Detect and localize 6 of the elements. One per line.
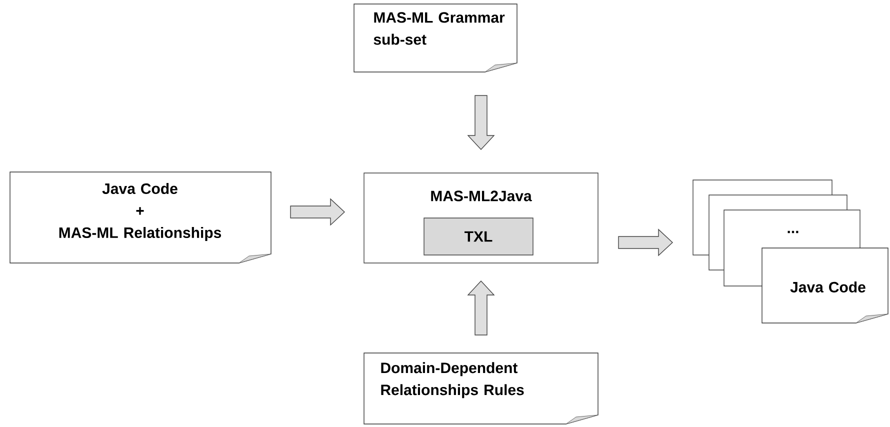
block-arrow [290,198,346,226]
page: Java Code [762,248,888,324]
inner-box: TXL [424,218,534,256]
block-arrow [467,95,495,150]
block-arrow [467,280,495,336]
block-arrow [618,228,674,256]
